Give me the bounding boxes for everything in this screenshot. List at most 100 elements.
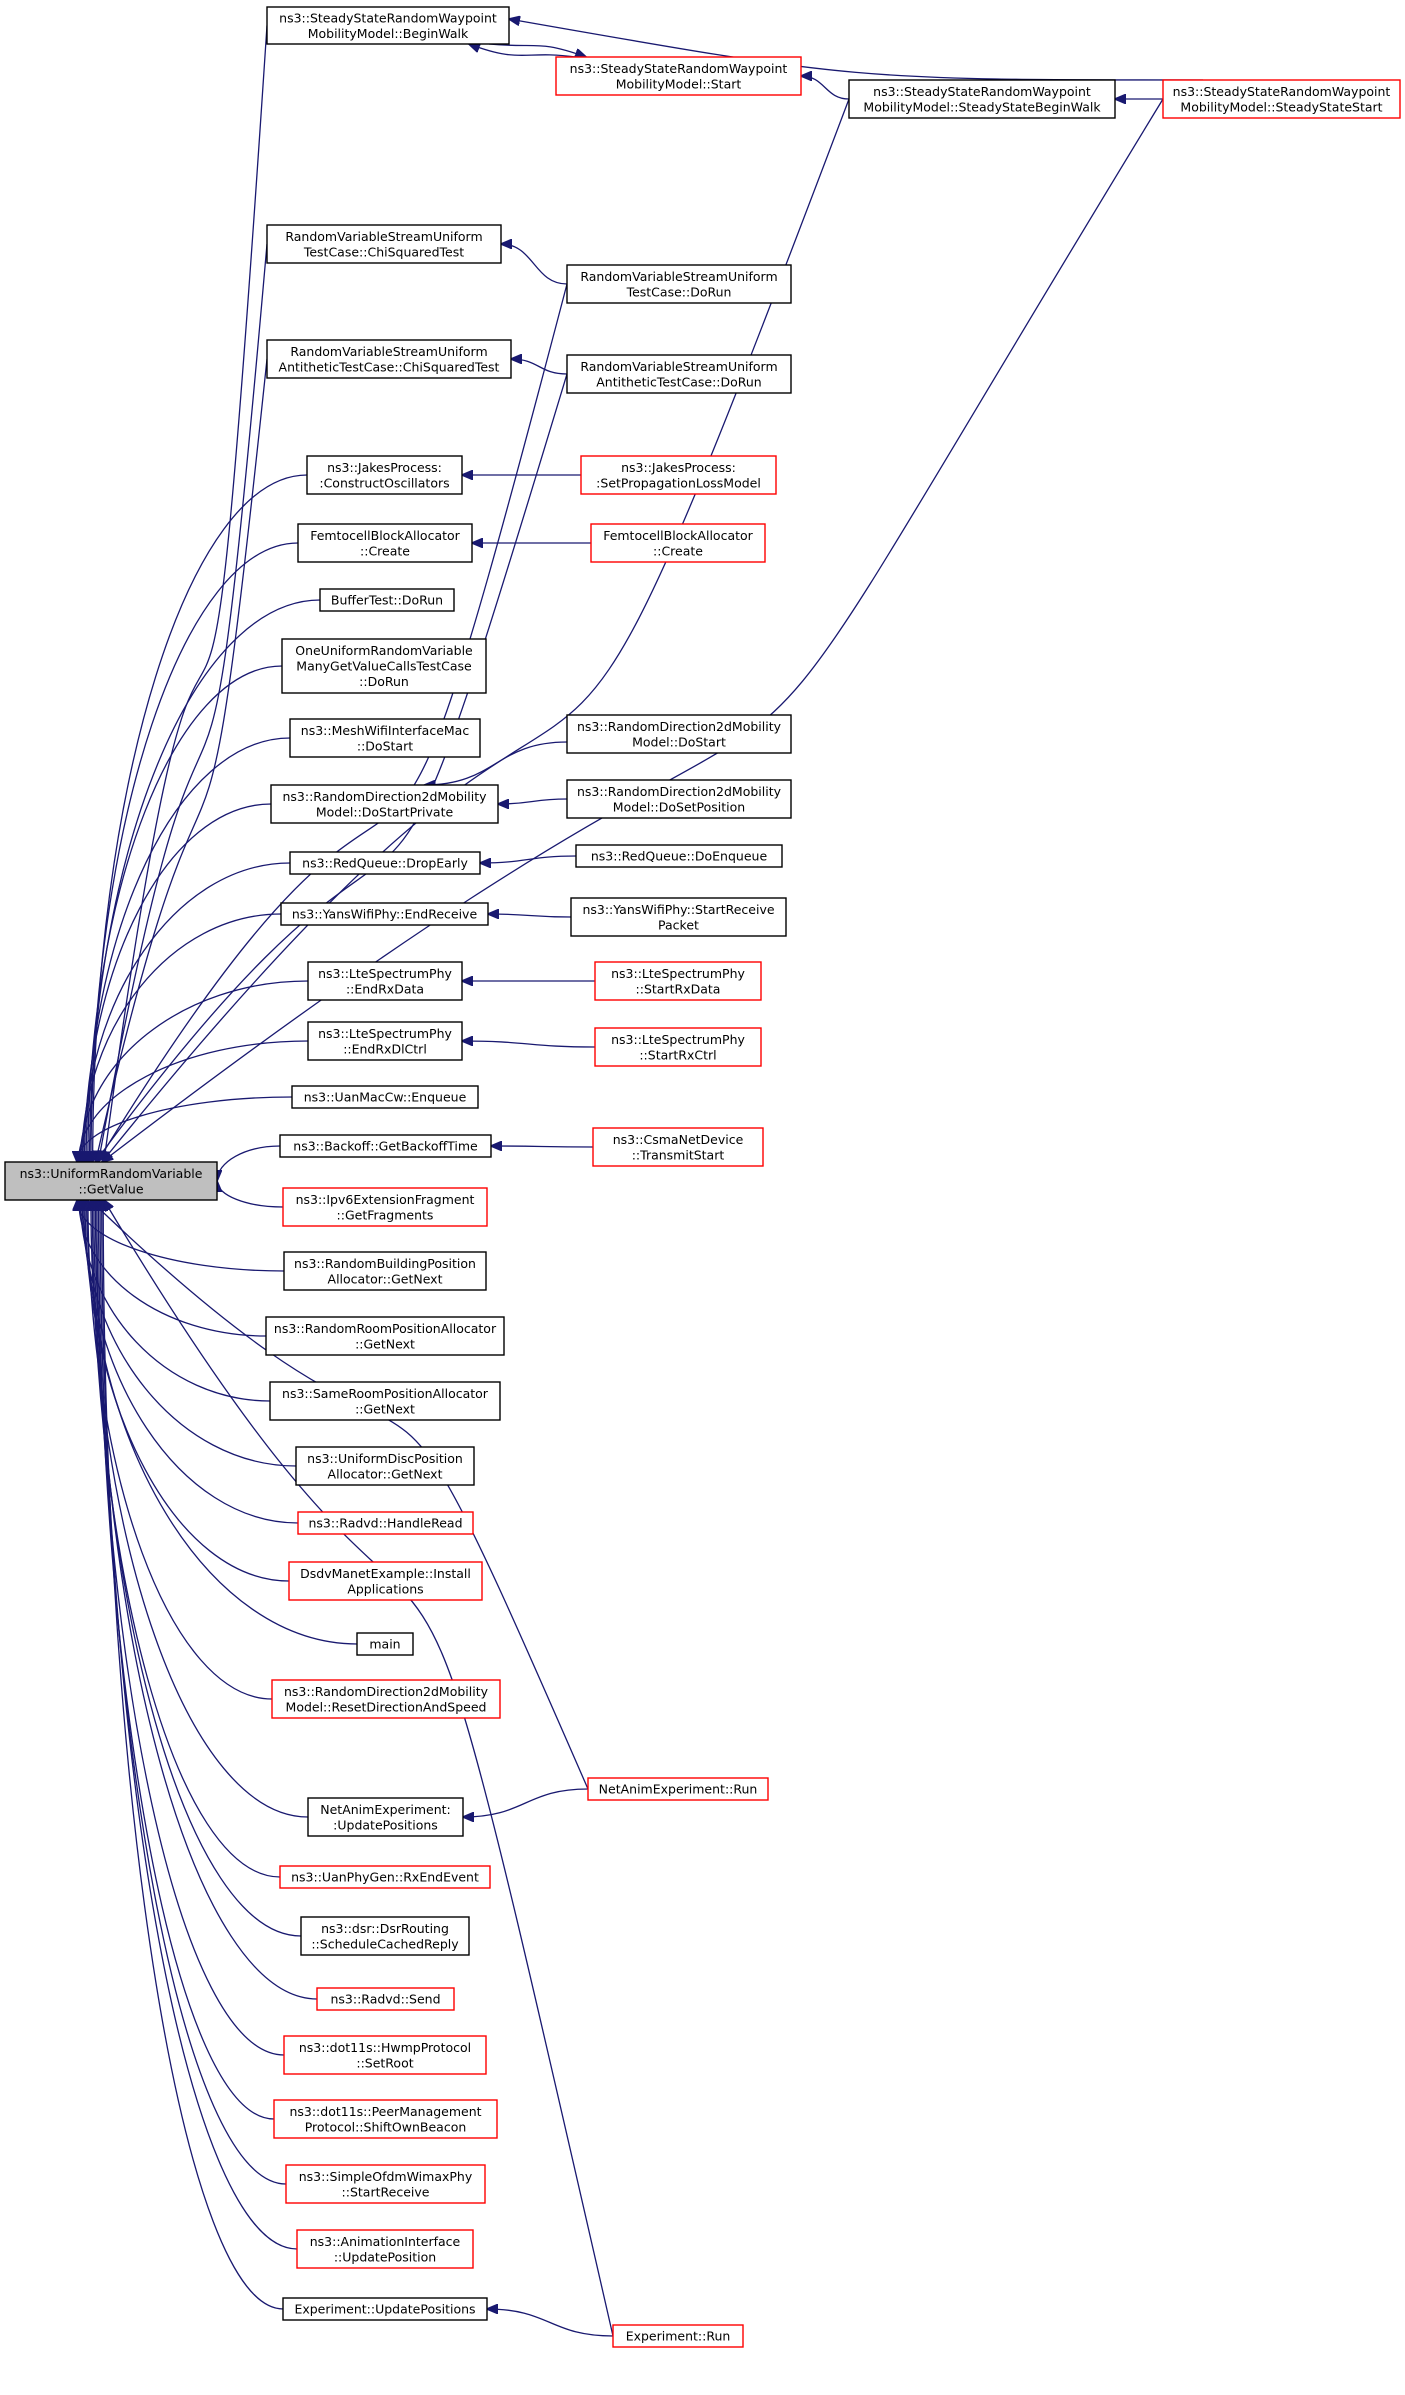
node-label: Model::DoStart <box>632 734 726 749</box>
node-uanphy[interactable]: ns3::UanPhyGen::RxEndEvent <box>279 1865 491 1889</box>
node-label: Experiment::Run <box>626 2329 731 2344</box>
node-hwmp[interactable]: ns3::dot11s::HwmpProtocol::SetRoot <box>283 2035 487 2075</box>
node-buffertest[interactable]: BufferTest::DoRun <box>319 588 455 612</box>
node-label: NetAnimExperiment::Run <box>599 1782 758 1797</box>
edge-ssbeginwalk-to-ssstart <box>801 76 850 100</box>
node-box <box>570 897 787 937</box>
edge-ssbw-to-root <box>104 25 268 1163</box>
node-srpa[interactable]: ns3::SameRoomPositionAllocator::GetNext <box>269 1381 501 1421</box>
node-redqenq[interactable]: ns3::RedQueue::DoEnqueue <box>575 844 783 868</box>
node-box <box>590 523 766 563</box>
edge-rbpa-to-root <box>77 1200 285 1272</box>
node-rd2dpriv[interactable]: ns3::RandomDirection2dMobilityModel::DoS… <box>270 784 499 824</box>
node-label: ::UpdatePosition <box>334 2249 436 2264</box>
edge <box>487 2309 614 2337</box>
node-rd2dreset[interactable]: ns3::RandomDirection2dMobilityModel::Res… <box>271 1679 501 1719</box>
node-backoff[interactable]: ns3::Backoff::GetBackoffTime <box>279 1134 492 1158</box>
node-ssstart[interactable]: ns3::SteadyStateRandomWaypointMobilityMo… <box>555 56 802 96</box>
node-femto2[interactable]: FemtocellBlockAllocator::Create <box>590 523 766 563</box>
edge-dorun2-to-chisq2 <box>511 359 568 375</box>
node-chisq2[interactable]: RandomVariableStreamUniformAntitheticTes… <box>266 339 512 379</box>
node-lteenddl[interactable]: ns3::LteSpectrumPhy::EndRxDlCtrl <box>307 1021 463 1061</box>
node-peermgmt[interactable]: ns3::dot11s::PeerManagementProtocol::Shi… <box>273 2099 498 2139</box>
node-lteendrx[interactable]: ns3::LteSpectrumPhy::EndRxData <box>307 961 463 1001</box>
node-ssbw[interactable]: ns3::SteadyStateRandomWaypointMobilityMo… <box>266 6 510 45</box>
node-label: ns3::JakesProcess: <box>621 460 736 475</box>
node-ssss[interactable]: ns3::SteadyStateRandomWaypointMobilityMo… <box>1162 79 1401 119</box>
node-ipv6frag[interactable]: ns3::Ipv6ExtensionFragment::GetFragments <box>282 1187 488 1227</box>
node-jakesset[interactable]: ns3::JakesProcess::SetPropagationLossMod… <box>580 455 777 495</box>
node-anim[interactable]: ns3::AnimationInterface::UpdatePosition <box>296 2229 474 2269</box>
node-meshwifi[interactable]: ns3::MeshWifiInterfaceMac::DoStart <box>289 718 481 758</box>
node-rd2dsetpos[interactable]: ns3::RandomDirection2dMobilityModel::DoS… <box>566 779 792 819</box>
node-ssbeginwalk[interactable]: ns3::SteadyStateRandomWaypointMobilityMo… <box>848 79 1116 119</box>
node-root[interactable]: ns3::UniformRandomVariable::GetValue <box>4 1161 218 1201</box>
node-main[interactable]: main <box>356 1632 414 1656</box>
node-dorun2[interactable]: RandomVariableStreamUniformAntitheticTes… <box>566 354 792 394</box>
node-label: ns3::YansWifiPhy::EndReceive <box>292 907 478 922</box>
edge-uanenq-to-root <box>77 1096 293 1162</box>
node-rrpa[interactable]: ns3::RandomRoomPositionAllocator::GetNex… <box>265 1316 505 1356</box>
node-netanimupd[interactable]: NetAnimExperiment::UpdatePositions <box>307 1797 464 1837</box>
node-box <box>594 961 762 1001</box>
node-label: ns3::RandomRoomPositionAllocator <box>274 1321 497 1336</box>
node-oneuniform[interactable]: OneUniformRandomVariableManyGetValueCall… <box>281 638 487 694</box>
node-netanimrun[interactable]: NetAnimExperiment::Run <box>587 1777 769 1801</box>
node-label: MobilityModel::SteadyStateBeginWalk <box>863 99 1101 114</box>
edge-lteenddl-to-root <box>79 1040 309 1162</box>
node-label: ns3::SteadyStateRandomWaypoint <box>1173 84 1391 99</box>
edge-anim-to-root <box>102 1200 298 2250</box>
node-label: OneUniformRandomVariable <box>295 643 473 658</box>
node-box <box>566 714 792 754</box>
node-rd2dstart[interactable]: ns3::RandomDirection2dMobilityModel::DoS… <box>566 714 792 754</box>
node-expupd[interactable]: Experiment::UpdatePositions <box>282 2297 488 2321</box>
node-label: ::GetNext <box>355 1401 415 1416</box>
node-udpa[interactable]: ns3::UniformDiscPositionAllocator::GetNe… <box>295 1446 475 1486</box>
node-box <box>282 1187 488 1227</box>
node-label: :SetPropagationLossModel <box>596 475 761 490</box>
edge <box>84 1200 299 1524</box>
node-csma[interactable]: ns3::CsmaNetDevice::TransmitStart <box>592 1127 764 1167</box>
node-label: ns3::RedQueue::DoEnqueue <box>591 849 768 864</box>
edge <box>91 542 299 1162</box>
edge <box>217 1145 281 1181</box>
node-label: ns3::dsr::DsrRouting <box>321 1921 449 1936</box>
node-label: ns3::Radvd::HandleRead <box>308 1516 462 1531</box>
node-box <box>297 1511 474 1535</box>
node-chisq1[interactable]: RandomVariableStreamUniformTestCase::Chi… <box>266 224 502 264</box>
edge <box>501 244 568 285</box>
node-jakes[interactable]: ns3::JakesProcess::ConstructOscillators <box>306 455 463 495</box>
node-ltestartctrl[interactable]: ns3::LteSpectrumPhy::StartRxCtrl <box>594 1027 762 1067</box>
node-dorun1[interactable]: RandomVariableStreamUniformTestCase::DoR… <box>566 264 792 304</box>
node-dsr[interactable]: ns3::dsr::DsrRouting::ScheduleCachedRepl… <box>300 1916 470 1956</box>
node-redqdrop[interactable]: ns3::RedQueue::DropEarly <box>289 851 481 875</box>
node-simpleofdm[interactable]: ns3::SimpleOfdmWimaxPhy::StartReceive <box>285 2164 486 2204</box>
node-femto[interactable]: FemtocellBlockAllocator::Create <box>297 523 473 563</box>
node-box <box>592 1127 764 1167</box>
node-box <box>269 1381 501 1421</box>
node-box <box>306 455 463 495</box>
edge <box>104 1200 614 2337</box>
node-ltestartrx[interactable]: ns3::LteSpectrumPhy::StartRxData <box>594 961 762 1001</box>
node-rbpa[interactable]: ns3::RandomBuildingPositionAllocator::Ge… <box>283 1251 487 1291</box>
node-radvdsend[interactable]: ns3::Radvd::Send <box>316 1987 455 2011</box>
node-box <box>291 1085 479 1109</box>
edge <box>77 1096 293 1162</box>
node-label: ns3::YansWifiPhy::StartReceive <box>582 902 774 917</box>
node-box <box>1162 79 1401 119</box>
node-box <box>319 588 455 612</box>
edge <box>88 665 283 1162</box>
node-label: ns3::Radvd::Send <box>330 1992 440 2007</box>
node-radvdread[interactable]: ns3::Radvd::HandleRead <box>297 1511 474 1535</box>
node-label: ns3::UanPhyGen::RxEndEvent <box>291 1870 479 1885</box>
node-yansend[interactable]: ns3::YansWifiPhy::EndReceive <box>280 902 489 926</box>
node-label: AntitheticTestCase::ChiSquaredTest <box>279 359 500 374</box>
edge-ltestartctrl-to-lteenddl <box>462 1041 596 1048</box>
edge-netanimupd-to-root <box>91 1200 309 1818</box>
node-uanenq[interactable]: ns3::UanMacCw::Enqueue <box>291 1085 479 1109</box>
edge-expupd-to-root <box>103 1200 284 2310</box>
edge <box>88 1200 273 1700</box>
node-exprun[interactable]: Experiment::Run <box>612 2324 744 2348</box>
